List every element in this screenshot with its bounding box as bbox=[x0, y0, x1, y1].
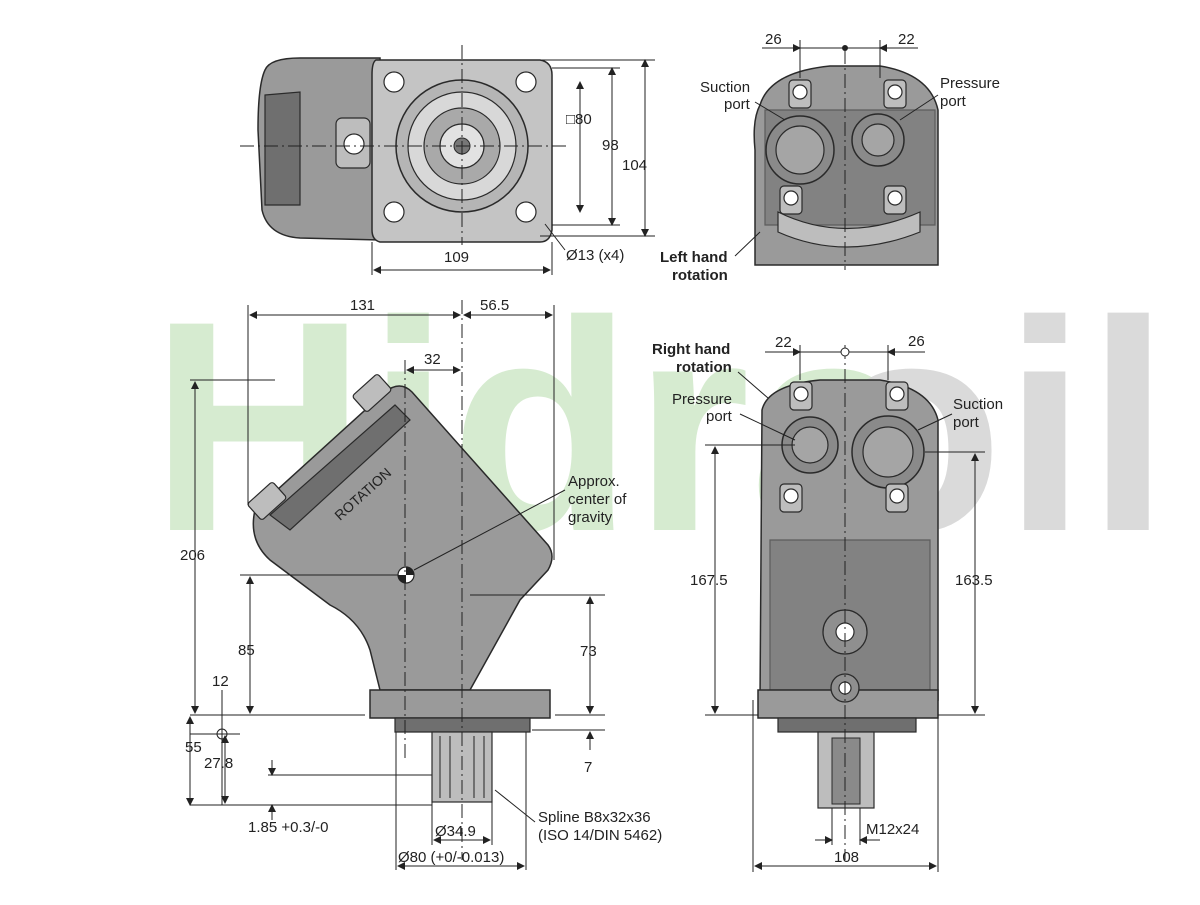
flange-ring bbox=[394, 717, 531, 733]
rh-port-bolts bbox=[779, 381, 909, 513]
dim-holes: Ø13 (x4) bbox=[566, 247, 624, 264]
label-pressure-rh-1: Pressure bbox=[672, 391, 732, 408]
dim-7: 7 bbox=[584, 759, 592, 776]
dim-131: 131 bbox=[350, 297, 375, 314]
dim-22-rh: 22 bbox=[775, 334, 792, 351]
dim-27-8: 27.8 bbox=[204, 755, 233, 772]
dim-32: 32 bbox=[424, 351, 441, 368]
dim-85: 85 bbox=[238, 642, 255, 659]
dim-98: 98 bbox=[602, 137, 619, 154]
side-view: ROTATION Approx. center of gravity 131 5… bbox=[180, 297, 662, 870]
dim-163-5: 163.5 bbox=[955, 572, 993, 589]
dim-26-top: 26 bbox=[765, 31, 782, 48]
plug-hex bbox=[343, 133, 365, 155]
label-pressure-2: port bbox=[940, 93, 967, 110]
dim-73: 73 bbox=[580, 643, 597, 660]
flange-hole-4 bbox=[515, 201, 537, 223]
label-suction-rh-2: port bbox=[953, 414, 980, 431]
label-cog-2: center of bbox=[568, 491, 627, 508]
dim-26-rh: 26 bbox=[908, 333, 925, 350]
dim-22-top: 22 bbox=[898, 31, 915, 48]
dim-206: 206 bbox=[180, 547, 205, 564]
label-rotation-lh-1: Left hand bbox=[660, 249, 728, 266]
rh-flange-ring bbox=[777, 717, 917, 733]
housing-shade bbox=[264, 91, 301, 206]
dim-12: 12 bbox=[212, 673, 229, 690]
label-suction-rh-1: Suction bbox=[953, 396, 1003, 413]
dim-108: 108 bbox=[834, 849, 859, 866]
dim-34-9: Ø34.9 bbox=[435, 823, 476, 840]
top-left-view: □80 98 104 109 Ø13 (x4) bbox=[240, 45, 655, 275]
dim-109: 109 bbox=[444, 249, 469, 266]
flange-hole-2 bbox=[515, 71, 537, 93]
label-cog-3: gravity bbox=[568, 509, 613, 526]
flange-hole-3 bbox=[383, 201, 405, 223]
dim-56-5: 56.5 bbox=[480, 297, 509, 314]
label-suction-2: port bbox=[724, 96, 751, 113]
label-cog-1: Approx. bbox=[568, 473, 620, 490]
pump-base bbox=[369, 689, 551, 719]
top-right-view: 26 22 Suction port Pressure port Left ha… bbox=[660, 31, 1000, 284]
label-spline-1: Spline B8x32x36 bbox=[538, 809, 651, 826]
head-top-face bbox=[269, 404, 411, 531]
bottom-right-view: 22 26 Right hand rotation Pressure port … bbox=[652, 333, 1003, 872]
label-pressure-1: Pressure bbox=[940, 75, 1000, 92]
label-rotation-rh-2: rotation bbox=[676, 359, 732, 376]
label-pressure-rh-2: port bbox=[706, 408, 733, 425]
dim-167-5: 167.5 bbox=[690, 572, 728, 589]
dim-104: 104 bbox=[622, 157, 647, 174]
dim-55: 55 bbox=[185, 739, 202, 756]
port-bolts bbox=[779, 79, 907, 215]
label-suction-1: Suction bbox=[700, 79, 750, 96]
port-flange-rim bbox=[777, 211, 921, 248]
dim-square: □80 bbox=[566, 111, 592, 128]
label-rotation-lh-2: rotation bbox=[672, 267, 728, 284]
dim-80: Ø80 (+0/-0.013) bbox=[398, 849, 504, 866]
flange-hole-1 bbox=[383, 71, 405, 93]
dim-1-85: 1.85 +0.3/-0 bbox=[248, 819, 328, 836]
label-spline-2: (ISO 14/DIN 5462) bbox=[538, 827, 662, 844]
dim-m12: M12x24 bbox=[866, 821, 919, 838]
label-rotation-rh-1: Right hand bbox=[652, 341, 730, 358]
